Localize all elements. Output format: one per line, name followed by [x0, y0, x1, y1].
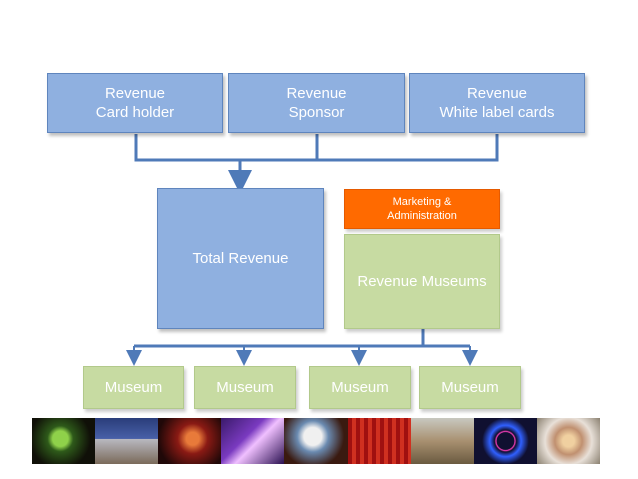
museum-label: Museum [216, 378, 274, 396]
museum-label: Museum [331, 378, 389, 396]
museum-label: Museum [441, 378, 499, 396]
house-photo [410, 418, 474, 464]
total-revenue-label: Total Revenue [192, 249, 289, 267]
photo-strip [32, 418, 600, 464]
source-label-line2: White label cards [439, 104, 555, 121]
globe-photo [284, 418, 348, 464]
revenue-museums-box: Revenue Museums [344, 234, 500, 329]
source-white-label-cards: Revenue White label cards [409, 73, 585, 133]
source-label-line1: Revenue [466, 84, 528, 102]
revenue-museums-label: Revenue Museums [357, 272, 487, 290]
source-label-line2: Sponsor [288, 104, 345, 121]
museum-box-4: Museum [419, 366, 521, 409]
source-label-line1: Revenue [286, 84, 347, 102]
marketing-administration-box: Marketing & Administration [344, 189, 500, 229]
museum-label: Museum [104, 378, 163, 396]
source-sponsor: Revenue Sponsor [228, 73, 405, 133]
neon-circle-photo [473, 418, 537, 464]
purple-lights-photo [221, 418, 285, 464]
red-performer-photo [158, 418, 222, 464]
museum-box-2: Museum [194, 366, 296, 409]
source-label-line2: Card holder [95, 104, 175, 121]
source-card-holder: Revenue Card holder [47, 73, 223, 133]
marketing-label-line2: Administration [387, 210, 457, 222]
source-label-line1: Revenue [104, 84, 166, 102]
marketing-label-line1: Marketing & [392, 195, 452, 208]
total-revenue-box: Total Revenue [157, 188, 324, 329]
museum-box-1: Museum [83, 366, 184, 409]
castle-photo [95, 418, 159, 464]
museum-box-3: Museum [309, 366, 411, 409]
tunnel-photo [536, 418, 600, 464]
green-figure-photo [32, 418, 96, 464]
red-curtain-photo [347, 418, 411, 464]
